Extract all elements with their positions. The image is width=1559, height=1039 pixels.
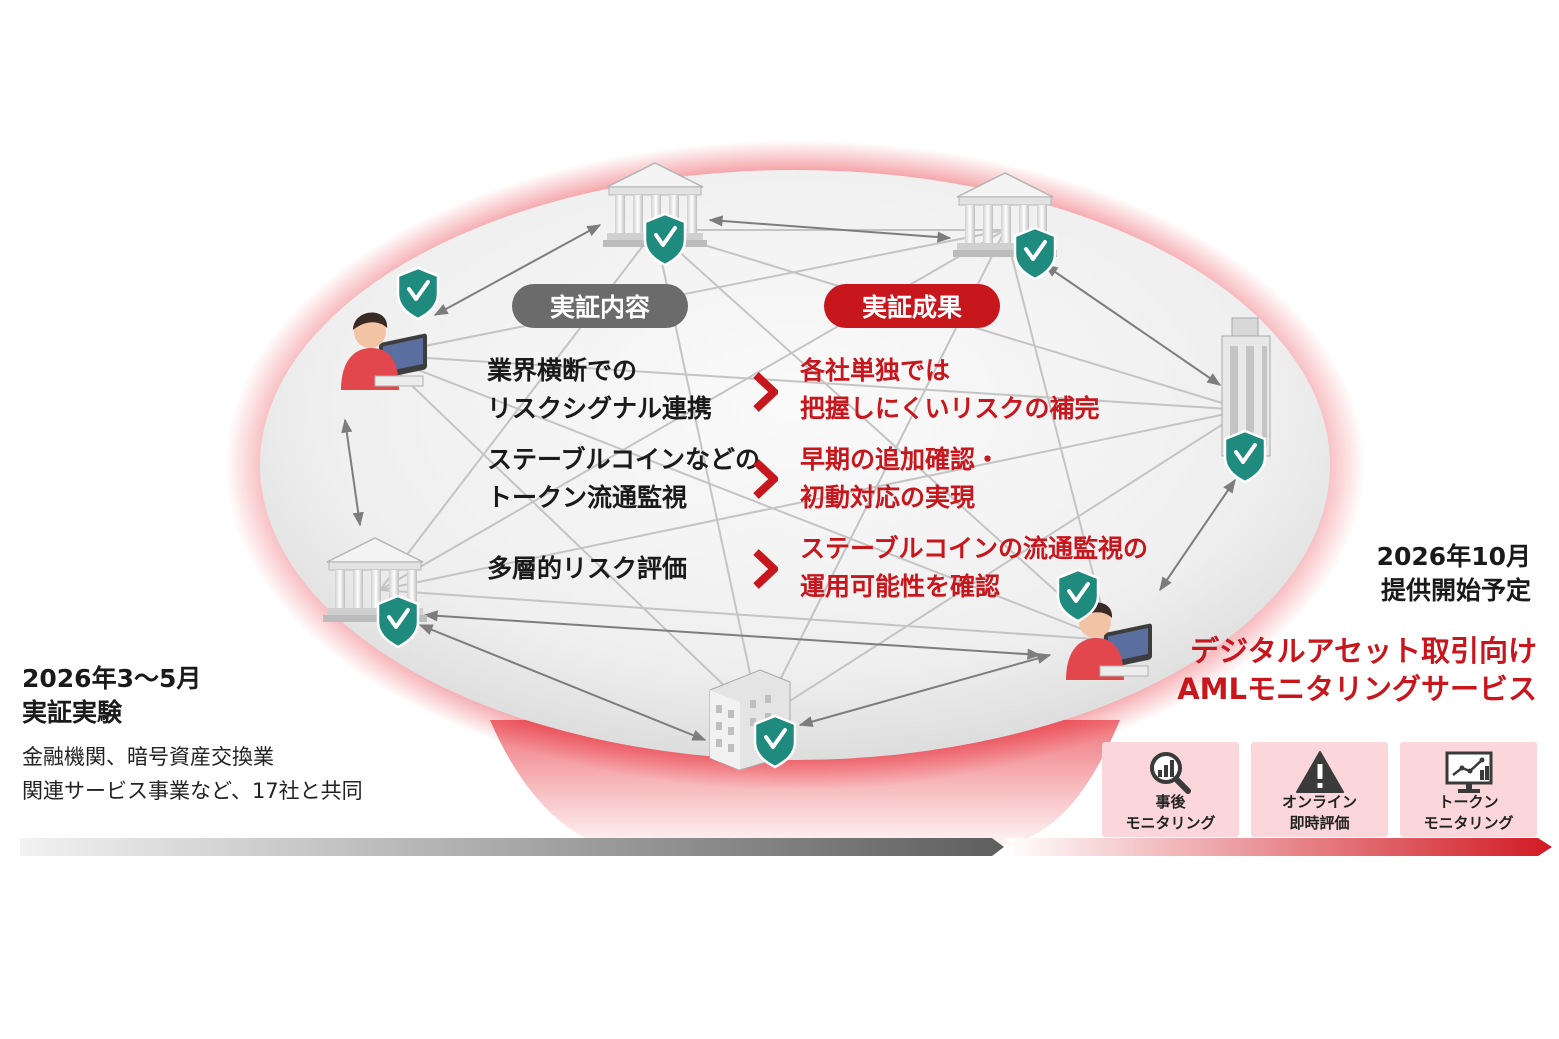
result-item-3-line2: 運用可能性を確認: [800, 572, 1001, 601]
trial-title: 実証実験: [22, 698, 123, 727]
link-arrows: [341, 215, 1236, 741]
tower-building-icon: [1221, 317, 1271, 484]
timeline-bar-service: [1004, 838, 1552, 856]
launch-date: 2026年10月: [1376, 542, 1531, 571]
result-item-2: 早期の追加確認・ 初動対応の実現: [800, 441, 1000, 517]
result-item-3: ステーブルコインの流通監視の 運用可能性を確認: [800, 530, 1148, 606]
trial-period: 2026年3～5月: [22, 664, 202, 693]
service-title-line1: デジタルアセット取引向け: [1190, 634, 1537, 668]
result-item-2-line1: 早期の追加確認・: [800, 445, 1001, 474]
result-item-1-line1: 各社単独では: [800, 356, 951, 385]
warning-icon: [1296, 751, 1344, 793]
service-card-label: トークン モニタリング: [1400, 792, 1537, 834]
trial-block: 2026年3～5月 実証実験 金融機関、暗号資産交換業 関連サービス事業など、1…: [22, 662, 363, 808]
result-item-1-line2: 把握しにくいリスクの補完: [800, 394, 1100, 423]
content-item-2-line1: ステーブルコインなどの: [487, 445, 761, 474]
service-card-post-monitoring: 事後 モニタリング: [1102, 742, 1239, 837]
service-card-realtime-evaluation: オンライン 即時評価: [1251, 742, 1388, 837]
content-item-2: ステーブルコインなどの トークン流通監視: [487, 441, 760, 517]
service-card-label: 事後 モニタリング: [1102, 792, 1239, 834]
chevron-right-icon: [753, 549, 778, 589]
service-card-line1: オンライン: [1281, 793, 1357, 811]
office-building-icon: [709, 669, 797, 771]
label-results-pill: 実証成果: [824, 284, 1000, 328]
content-item-1-line1: 業界横断での: [487, 356, 638, 385]
content-item-2-line2: トークン流通監視: [487, 483, 688, 512]
service-card-line2: モニタリング: [1125, 814, 1216, 832]
timeline-bar-trial: [20, 838, 1004, 856]
content-item-1: 業界横断での リスクシグナル連携: [487, 352, 712, 428]
label-content-pill: 実証内容: [512, 284, 688, 328]
trial-desc-line1: 金融機関、暗号資産交換業: [22, 745, 274, 769]
magnifier-chart-icon: [1150, 752, 1191, 794]
result-item-3-line1: ステーブルコインの流通監視の: [800, 534, 1149, 563]
launch-block: 2026年10月 提供開始予定: [1377, 540, 1531, 608]
service-card-line1: トークン: [1438, 793, 1499, 811]
content-item-3: 多層的リスク評価: [487, 554, 688, 583]
result-item-1: 各社単独では 把握しにくいリスクの補完: [800, 352, 1100, 428]
service-card-line2: 即時評価: [1289, 814, 1350, 832]
platform-disc: [260, 170, 1330, 760]
launch-label: 提供開始予定: [1380, 576, 1531, 605]
monitor-chart-icon: [1445, 751, 1493, 793]
service-card-label: オンライン 即時評価: [1251, 792, 1388, 834]
chevron-right-icon: [753, 459, 778, 499]
service-card-line1: 事後: [1155, 793, 1186, 811]
trial-desc-line2: 関連サービス事業など、17社と共同: [22, 779, 363, 803]
service-card-line2: モニタリング: [1423, 814, 1514, 832]
service-card-token-monitoring: トークン モニタリング: [1400, 742, 1537, 837]
chevron-right-icon: [753, 372, 778, 412]
content-item-1-line2: リスクシグナル連携: [487, 394, 713, 423]
service-title-line2: AMLモニタリングサービス: [1177, 672, 1537, 706]
result-item-2-line2: 初動対応の実現: [800, 483, 976, 512]
